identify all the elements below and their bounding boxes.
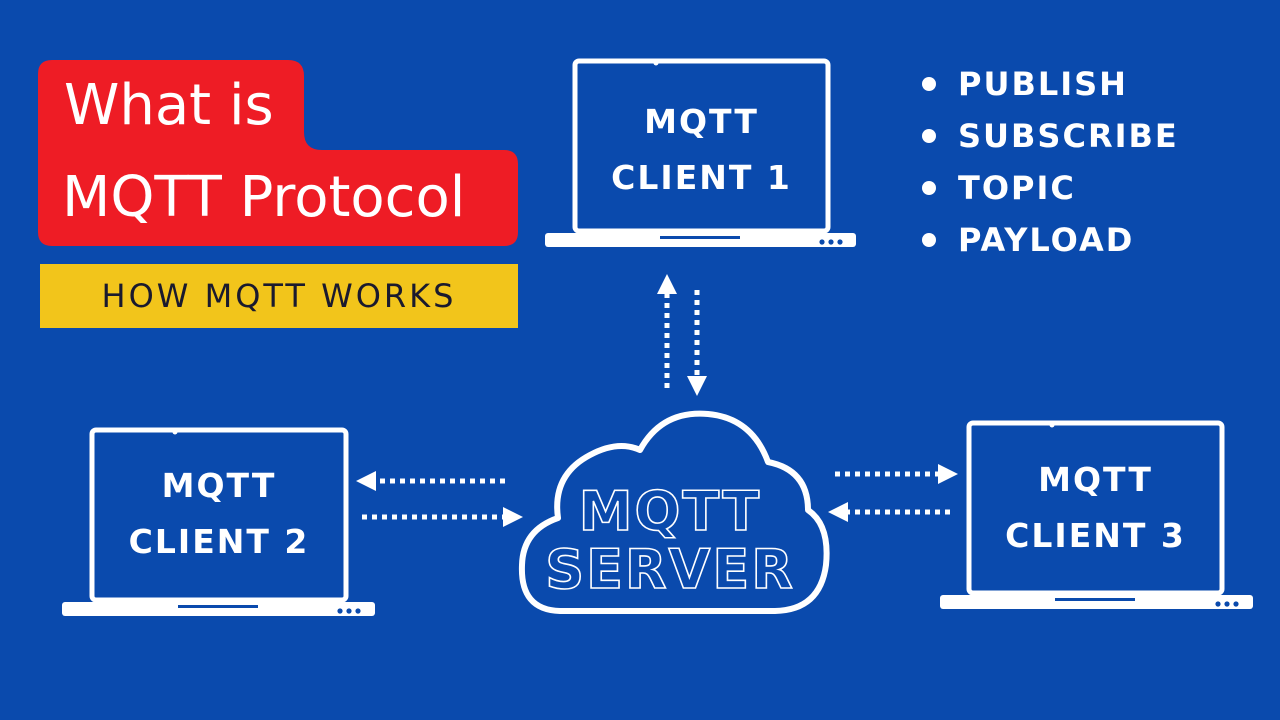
subtitle: HOW MQTT WORKS (101, 277, 457, 315)
bullet-icon (922, 77, 936, 91)
concept-subscribe: SUBSCRIBE (958, 117, 1179, 155)
laptop-client-3-icon (940, 420, 1253, 609)
server-label-line2: SERVER (545, 538, 795, 601)
concept-publish: PUBLISH (958, 65, 1128, 103)
list-item: PAYLOAD (922, 214, 1179, 266)
client-3-label-line2: CLIENT 3 (1005, 516, 1186, 555)
bullet-icon (922, 129, 936, 143)
title-line-1: What is (64, 73, 274, 138)
concept-topic: TOPIC (958, 169, 1076, 207)
client-3-label: MQTT CLIENT 3 (969, 452, 1222, 564)
bullet-icon (922, 233, 936, 247)
laptop-client-2-icon (62, 427, 375, 616)
client-1-label: MQTT CLIENT 1 (575, 94, 828, 206)
laptop-client-1-icon (545, 58, 856, 247)
list-item: PUBLISH (922, 58, 1179, 110)
client-3-label-line1: MQTT (1038, 460, 1153, 499)
client-2-label-line1: MQTT (161, 466, 277, 505)
client-2-label: MQTT CLIENT 2 (92, 458, 346, 570)
concepts-list: PUBLISH SUBSCRIBE TOPIC PAYLOAD (922, 58, 1179, 266)
cloud-server-icon (518, 410, 830, 614)
bullet-icon (922, 181, 936, 195)
client-2-label-line2: CLIENT 2 (128, 522, 310, 561)
server-label-line1: MQTT (579, 480, 762, 543)
subtitle-background (40, 264, 518, 328)
title-background (38, 60, 518, 246)
title-line-2: MQTT Protocol (62, 165, 466, 230)
list-item: SUBSCRIBE (922, 110, 1179, 162)
client-1-label-line2: CLIENT 1 (611, 158, 792, 197)
list-item: TOPIC (922, 162, 1179, 214)
client-1-label-line1: MQTT (644, 102, 759, 141)
concept-payload: PAYLOAD (958, 221, 1135, 259)
